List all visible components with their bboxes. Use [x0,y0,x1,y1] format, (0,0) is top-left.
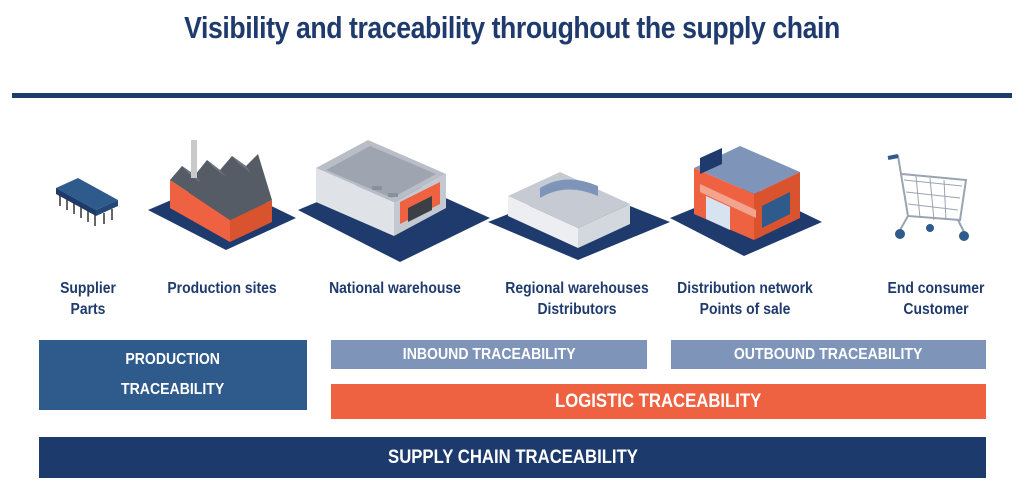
national-warehouse-icon [298,140,490,262]
illustration-row [56,140,969,262]
title-divider [12,93,1012,98]
logistic-traceability-bar: LOGISTIC TRACEABILITY [331,384,986,419]
page-title: Visibility and traceability throughout t… [184,10,840,45]
regional-warehouse-icon [488,172,670,260]
outbound-traceability-bar: OUTBOUND TRACEABILITY [671,340,986,369]
supply-chain-traceability-bar: SUPPLY CHAIN TRACEABILITY [39,437,986,478]
factory-icon [148,140,296,250]
inbound-traceability-bar: INBOUND TRACEABILITY [331,340,647,369]
microchip-icon [56,178,118,226]
stage-label-production-sites: Production sites [167,280,277,297]
stage-label-national-warehouse: National warehouse [329,280,461,297]
shopping-cart-icon [887,154,969,241]
store-icon [670,146,822,256]
